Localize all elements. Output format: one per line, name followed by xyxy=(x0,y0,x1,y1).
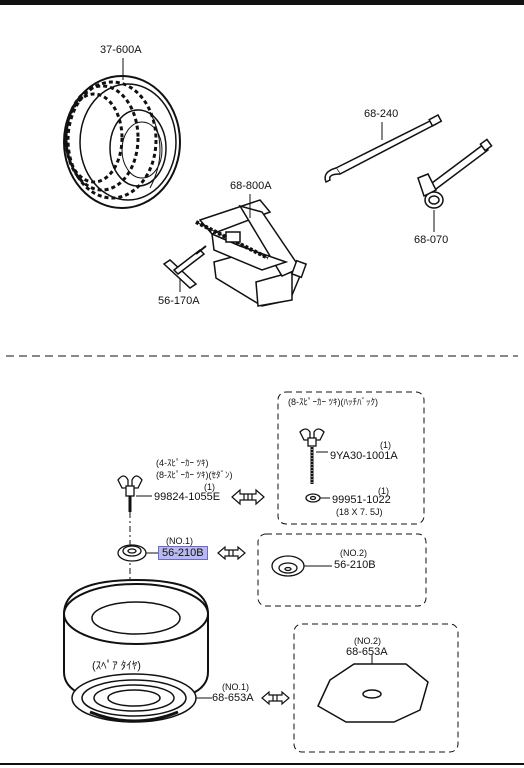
label-bolt-qty: (1) xyxy=(204,482,215,492)
cap-no1-illustration xyxy=(117,544,147,562)
cap-no2-illustration xyxy=(271,555,305,577)
spare-tire-illustration xyxy=(63,578,209,704)
wrench-illustration xyxy=(417,138,493,209)
label-bolt: 99824-1055E xyxy=(154,491,221,503)
double-arrow-icon xyxy=(231,488,265,506)
label-washer-qty: (1) xyxy=(378,486,389,496)
double-arrow-icon xyxy=(261,690,290,706)
label-pad-no2: 68-653A xyxy=(346,646,388,658)
label-bar: 68-240 xyxy=(364,108,399,120)
washer-illustration xyxy=(305,493,321,503)
bolt-illustration xyxy=(117,475,143,512)
hatchback-box xyxy=(277,391,425,525)
label-note-4sp: (4-ｽﾋﾟｰｶｰ ﾂｷ) xyxy=(156,458,209,468)
label-tire: 37-600A xyxy=(100,44,142,56)
tire-illustration xyxy=(63,75,181,209)
hatch-bolt-illustration xyxy=(299,428,325,484)
label-cap-no2: 56-210B xyxy=(334,559,376,571)
label-no2-cap: (NO.2) xyxy=(340,548,367,558)
label-cap-no1: 56-210B xyxy=(158,546,208,560)
jack-handle-illustration xyxy=(162,245,207,289)
label-hatch-bolt-qty: (1) xyxy=(380,440,391,450)
bar-illustration xyxy=(324,113,443,184)
label-no1-cap: (NO.1) xyxy=(166,536,193,546)
label-wrench: 68-070 xyxy=(414,234,449,246)
pad-no2-illustration xyxy=(317,663,429,723)
label-jack-handle: 56-170A xyxy=(158,295,200,307)
label-washer: 99951-1022 xyxy=(332,494,391,506)
double-arrow-icon xyxy=(217,545,246,561)
label-spare-tire: (ｽﾍﾟｱ ﾀｲﾔ) xyxy=(92,660,141,672)
label-no2-pad: (NO.2) xyxy=(354,636,381,646)
label-no1-pad: (NO.1) xyxy=(222,682,249,692)
label-jack: 68-800A xyxy=(230,180,272,192)
label-washer-size: (18 X 7. 5J) xyxy=(336,507,383,517)
pad-no2-box xyxy=(293,623,459,753)
label-hatch-bolt: 9YA30-1001A xyxy=(330,450,398,462)
top-border xyxy=(0,0,524,5)
pad-no1-illustration xyxy=(71,673,197,723)
label-note-8sp: (8-ｽﾋﾟｰｶｰ ﾂｷ)(ｾﾀﾞﾝ) xyxy=(156,470,233,480)
cap-no2-box xyxy=(257,533,427,607)
jack-illustration xyxy=(195,199,308,307)
label-hatch-note: (8-ｽﾋﾟｰｶｰ ﾂｷ)(ﾊｯﾁﾊﾞｯｸ) xyxy=(288,397,378,407)
label-pad-no1: 68-653A xyxy=(212,692,254,704)
